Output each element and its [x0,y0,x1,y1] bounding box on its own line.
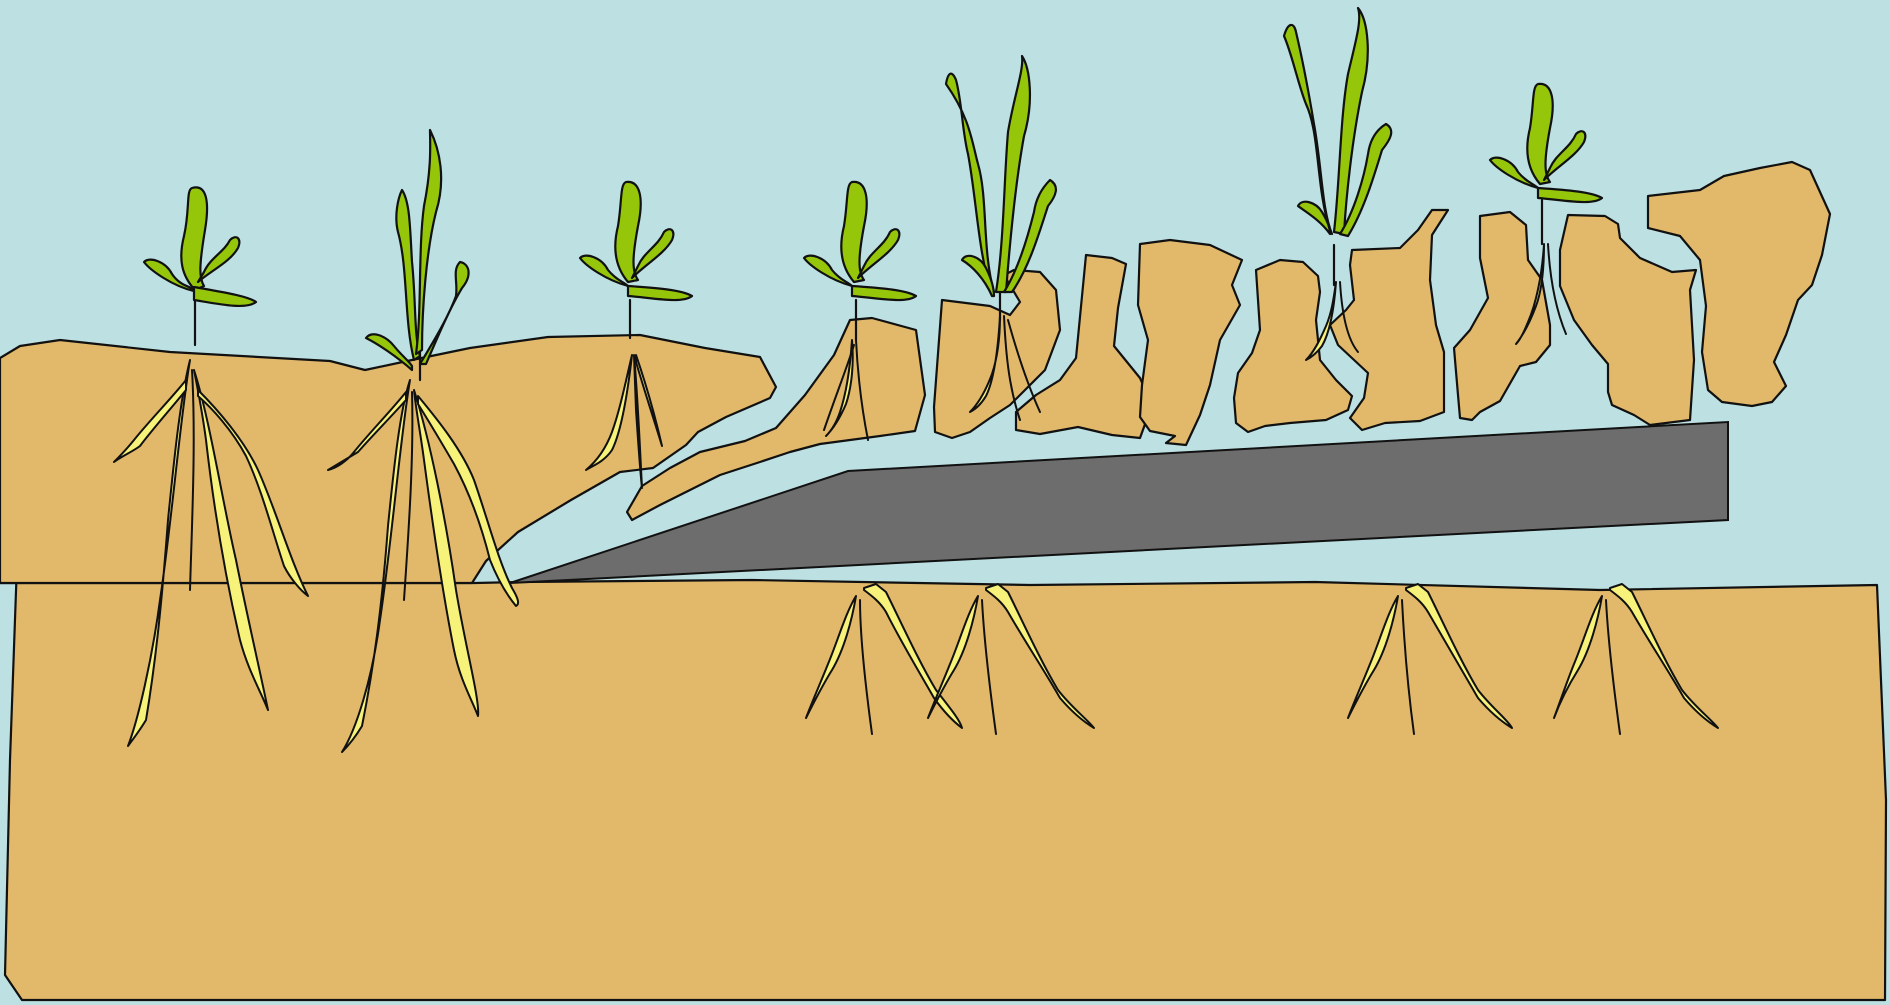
tillage-scene [0,0,1890,1005]
